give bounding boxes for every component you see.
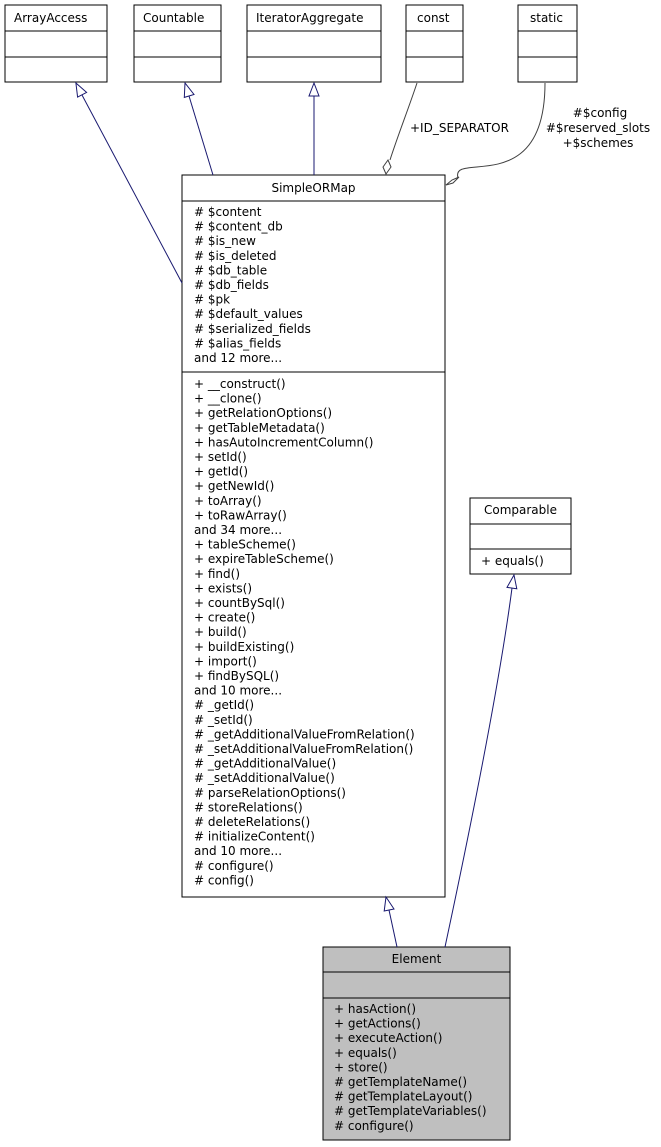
method-item: + equals() (334, 1046, 397, 1060)
method-item: + toRawArray() (194, 508, 287, 522)
method-item: + countBySql() (194, 596, 285, 610)
method-item: + expireTableScheme() (194, 552, 334, 566)
method-item: # _getAdditionalValueFromRelation() (194, 727, 415, 741)
edge-label-schemes: +$schemes (563, 136, 634, 150)
class-name-comparable: Comparable (484, 503, 557, 517)
method-item: # parseRelationOptions() (194, 786, 346, 800)
aggregation-edge-const: +ID_SEPARATOR (382, 82, 509, 176)
method-item: # initializeContent() (194, 830, 315, 844)
class-box-element[interactable]: Element + hasAction()+ getActions()+ exe… (322, 946, 511, 1141)
method-item: + getTableMetadata() (194, 421, 325, 435)
method-list: + __construct()+ __clone()+ getRelationO… (194, 377, 415, 887)
method-item: # getTemplateLayout() (334, 1090, 473, 1104)
method-item: + findBySQL() (194, 669, 279, 683)
method-item: + getId() (194, 465, 248, 479)
method-item: + __construct() (194, 377, 286, 391)
method-list: + hasAction()+ getActions()+ executeActi… (334, 1002, 487, 1133)
class-box-array-access[interactable]: ArrayAccess (4, 4, 108, 83)
class-box-comparable[interactable]: Comparable + equals() (469, 497, 572, 575)
method-item: + exists() (194, 581, 252, 595)
inheritance-edge-iterator-aggregate (308, 81, 320, 175)
method-item: + create() (194, 611, 255, 625)
attribute-item: # $serialized_fields (194, 322, 311, 336)
method-item: # _getId() (194, 698, 254, 712)
class-name-simple-orm-map: SimpleORMap (271, 181, 355, 195)
method-item: # _setId() (194, 713, 253, 727)
class-box-iterator-aggregate[interactable]: IteratorAggregate (246, 4, 382, 83)
method-item: + tableScheme() (194, 538, 296, 552)
method-item: + __clone() (194, 392, 262, 406)
attribute-item: # $default_values (194, 307, 303, 321)
method-item: and 34 more... (194, 523, 282, 537)
class-name-const: const (417, 11, 450, 25)
class-box-countable[interactable]: Countable (133, 4, 222, 83)
method-item: + getActions() (334, 1017, 421, 1031)
method-item: and 10 more... (194, 684, 282, 698)
method-item: # getTemplateName() (334, 1075, 467, 1089)
class-box-simple-orm-map[interactable]: SimpleORMap # $content# $content_db# $is… (181, 174, 446, 898)
method-item: # _setAdditionalValueFromRelation() (194, 742, 413, 756)
method-item: + buildExisting() (194, 640, 294, 654)
attribute-item: # $is_new (194, 234, 256, 248)
edge-label-config: #$config (573, 106, 627, 120)
attribute-item: # $content (194, 205, 262, 219)
method-item: # configure() (194, 859, 274, 873)
attribute-item: # $alias_fields (194, 336, 281, 350)
method-item: + build() (194, 625, 247, 639)
edge-label-reserved-slots: #$reserved_slots (546, 121, 650, 135)
method-item: + import() (194, 654, 257, 668)
method-item: # _setAdditionalValue() (194, 771, 335, 785)
aggregation-edge-static: #$config #$reserved_slots +$schemes (445, 82, 650, 186)
method-item: + hasAutoIncrementColumn() (194, 435, 373, 449)
method-item: # config() (194, 873, 254, 887)
method-item: # deleteRelations() (194, 815, 310, 829)
attribute-item: # $db_table (194, 263, 267, 277)
attribute-item: # $db_fields (194, 278, 269, 292)
method-item: + getRelationOptions() (194, 406, 332, 420)
class-name-element: Element (392, 952, 442, 966)
method-item: # storeRelations() (194, 800, 303, 814)
attribute-item: # $is_deleted (194, 249, 277, 263)
attribute-item: # $pk (194, 293, 230, 307)
method-item: + toArray() (194, 494, 262, 508)
inheritance-edge-comparable (444, 573, 518, 948)
method-item: # getTemplateVariables() (334, 1104, 487, 1118)
method-item: + getNewId() (194, 479, 274, 493)
method-item: + equals() (481, 554, 544, 568)
class-name-static: static (530, 11, 563, 25)
method-item: + setId() (194, 450, 247, 464)
class-name-countable: Countable (143, 11, 204, 25)
inheritance-edge-array-access (75, 81, 183, 284)
method-item: + executeAction() (334, 1031, 442, 1045)
method-list: + equals() (481, 554, 544, 568)
inheritance-edge-simple-orm-map (383, 895, 398, 948)
attribute-list: # $content# $content_db# $is_new# $is_de… (194, 205, 311, 365)
method-item: + find() (194, 567, 240, 581)
edge-label-id-separator: +ID_SEPARATOR (410, 121, 509, 135)
class-name-iterator-aggregate: IteratorAggregate (256, 11, 363, 25)
method-item: # _getAdditionalValue() (194, 757, 336, 771)
class-name-array-access: ArrayAccess (14, 11, 87, 25)
class-box-static[interactable]: static (517, 4, 578, 83)
method-item: # configure() (334, 1119, 414, 1133)
inheritance-edge-countable (183, 81, 214, 176)
class-box-const[interactable]: const (405, 4, 464, 83)
method-item: + hasAction() (334, 1002, 416, 1016)
method-item: + store() (334, 1060, 388, 1074)
attribute-item: and 12 more... (194, 351, 282, 365)
attribute-item: # $content_db (194, 220, 283, 234)
method-item: and 10 more... (194, 844, 282, 858)
